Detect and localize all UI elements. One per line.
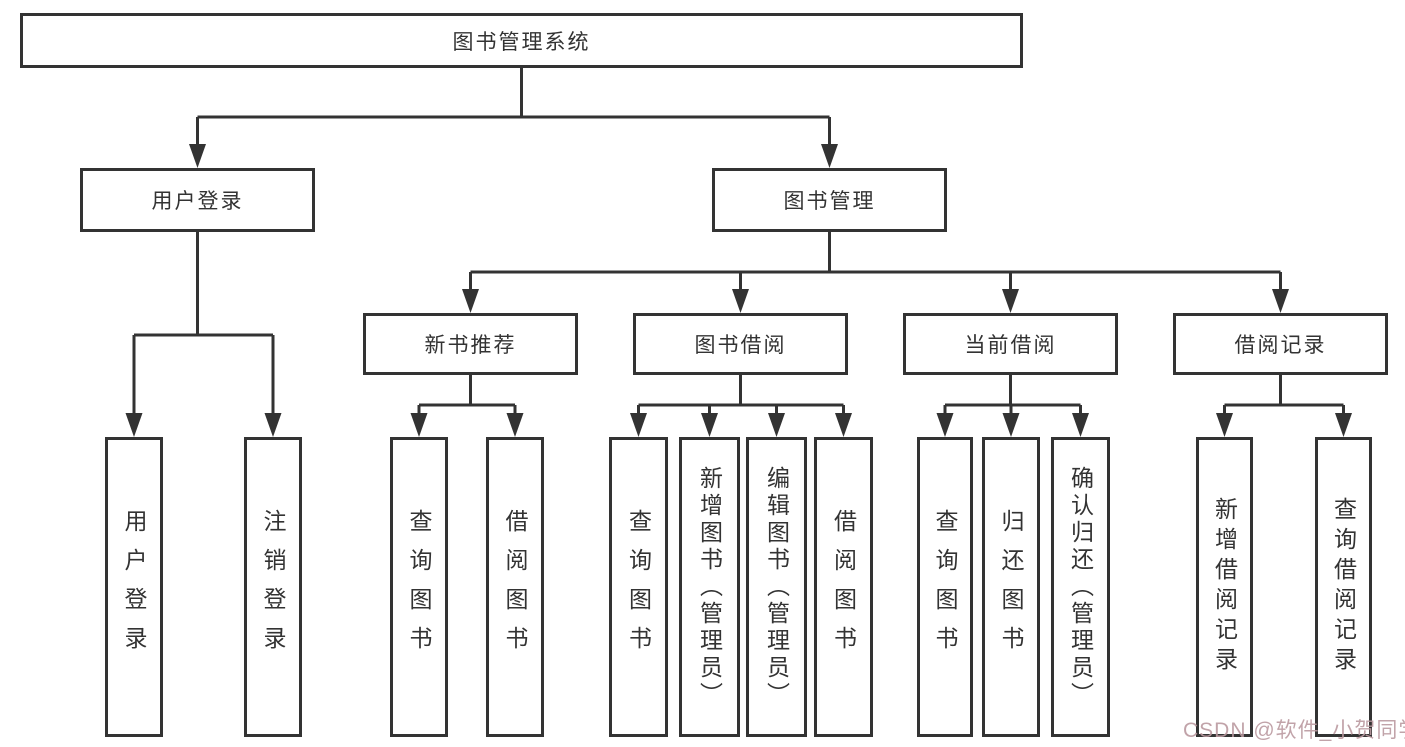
arrowhead-book-mgmt	[821, 144, 838, 168]
node-label-user-login: 用户登录	[151, 190, 244, 213]
node-user-login: 用户登录	[80, 168, 315, 232]
node-label-bb-borrow: 借阅图书	[830, 509, 857, 665]
arrowhead-br-query	[1335, 413, 1352, 437]
arrowhead-user-login	[189, 144, 206, 168]
arrowhead-cb-query	[936, 413, 954, 437]
arrowhead-new-book-rec	[462, 289, 479, 313]
node-label-nbr-query: 查询图书	[406, 509, 432, 665]
node-ul-logout: 注销登录	[244, 437, 302, 737]
node-label-bb-add: 新增图书（管理员）	[696, 465, 723, 709]
arrowhead-book-borrow	[732, 289, 749, 313]
arrowhead-cb-return	[1002, 413, 1020, 437]
node-nbr-borrow: 借阅图书	[486, 437, 544, 737]
node-book-borrow: 图书借阅	[633, 313, 848, 375]
node-br-query: 查询借阅记录	[1315, 437, 1372, 737]
arrowhead-bb-borrow	[835, 413, 852, 437]
node-ul-login: 用户登录	[105, 437, 163, 737]
arrowhead-bb-add	[701, 413, 718, 437]
arrowhead-ul-logout	[264, 413, 282, 437]
node-cb-confirm: 确认归还（管理员）	[1051, 437, 1110, 737]
arrowhead-bb-edit	[768, 413, 785, 437]
arrowhead-nbr-borrow	[506, 413, 524, 437]
node-bb-query: 查询图书	[609, 437, 668, 737]
node-label-br-add: 新增借阅记录	[1211, 497, 1238, 677]
arrowhead-nbr-query	[410, 413, 428, 437]
arrowhead-cb-confirm	[1072, 413, 1089, 437]
arrowhead-bb-query	[630, 413, 647, 437]
node-label-borrow-records: 借阅记录	[1234, 334, 1327, 357]
node-br-add: 新增借阅记录	[1196, 437, 1253, 737]
node-bb-edit: 编辑图书（管理员）	[746, 437, 807, 737]
node-label-cb-return: 归还图书	[998, 509, 1024, 665]
arrowhead-ul-login	[125, 413, 143, 437]
node-borrow-records: 借阅记录	[1173, 313, 1388, 375]
node-book-mgmt: 图书管理	[712, 168, 947, 232]
node-label-root: 图书管理系统	[452, 30, 591, 54]
node-nbr-query: 查询图书	[390, 437, 448, 737]
node-label-cb-confirm: 确认归还（管理员）	[1067, 465, 1094, 709]
arrowhead-current-borrow	[1002, 289, 1019, 313]
node-cb-return: 归还图书	[982, 437, 1040, 737]
node-label-book-borrow: 图书借阅	[694, 334, 787, 357]
node-label-bb-edit: 编辑图书（管理员）	[763, 465, 790, 709]
node-bb-borrow: 借阅图书	[814, 437, 873, 737]
node-label-book-mgmt: 图书管理	[783, 190, 876, 213]
node-label-ul-logout: 注销登录	[260, 509, 286, 665]
node-bb-add: 新增图书（管理员）	[679, 437, 740, 737]
node-label-nbr-borrow: 借阅图书	[502, 509, 528, 665]
node-label-bb-query: 查询图书	[625, 509, 652, 665]
node-current-borrow: 当前借阅	[903, 313, 1118, 375]
node-label-br-query: 查询借阅记录	[1330, 497, 1357, 677]
arrowhead-br-add	[1216, 413, 1233, 437]
csdn-watermark: CSDN @软件_小贺同学	[1183, 719, 1405, 742]
node-cb-query: 查询图书	[917, 437, 973, 737]
node-label-current-borrow: 当前借阅	[964, 334, 1057, 357]
node-label-new-book-rec: 新书推荐	[424, 334, 517, 357]
node-label-cb-query: 查询图书	[932, 509, 958, 665]
node-root: 图书管理系统	[20, 13, 1023, 68]
node-new-book-rec: 新书推荐	[363, 313, 578, 375]
arrowhead-borrow-records	[1272, 289, 1289, 313]
node-label-ul-login: 用户登录	[121, 509, 147, 665]
